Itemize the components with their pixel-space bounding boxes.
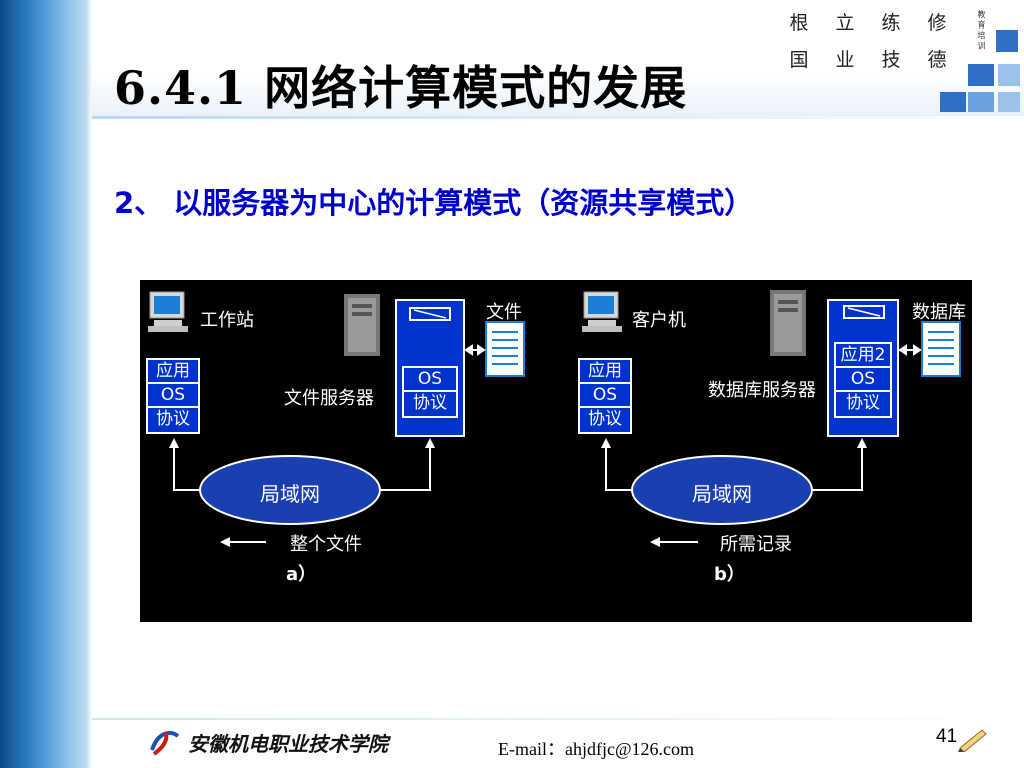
server-tower-icon (344, 294, 380, 356)
double-arrow-icon (464, 344, 486, 356)
arrow-left-icon (220, 537, 266, 547)
db-server-stack: 应用2 OS 协议 (834, 342, 892, 418)
stack-cell: 协议 (588, 409, 622, 429)
client-stack: 应用 OS 协议 (578, 358, 632, 434)
school-name: 安徽机电职业技术学院 (188, 732, 388, 756)
slide-title: 6.4.1 网络计算模式的发展 (114, 61, 688, 115)
transfer-label: 整个文件 (290, 534, 362, 555)
stack-cell: 应用 (148, 360, 198, 384)
server-tower-icon (770, 290, 806, 356)
file-label: 文件 (486, 302, 522, 323)
motto-small-text: 教 育 培 训 (977, 10, 986, 50)
footer-divider (92, 718, 1024, 720)
pencil-icon (958, 729, 987, 752)
motto-char: 练 (881, 12, 901, 34)
caption-b: b） (714, 564, 745, 585)
diagram-graphics (148, 290, 961, 547)
double-arrow-icon (898, 344, 922, 356)
school-logo-icon (150, 731, 180, 756)
arrow-up-icon (601, 438, 611, 448)
motto-char: 立 (835, 12, 855, 34)
drive-slot (409, 307, 451, 321)
stack-cell: OS (148, 384, 198, 408)
footer-email: E-mail：ahjdfjc@126.com (498, 739, 695, 759)
motto-char: 国 (789, 49, 809, 71)
workstation-stack: 应用 OS 协议 (146, 358, 200, 434)
stack-cell: OS (404, 368, 456, 392)
stack-cell: OS (580, 384, 630, 408)
stack-cell: 协议 (156, 409, 190, 429)
decor-square (940, 92, 966, 112)
header-divider (92, 116, 1024, 119)
decor-square (998, 92, 1020, 112)
workstation-label: 工作站 (200, 310, 254, 331)
page-number: 41 (936, 726, 958, 747)
file-server-label: 文件服务器 (284, 388, 374, 409)
motto-char: 根 (789, 12, 809, 34)
motto-char: 业 (835, 49, 855, 71)
arrow-up-icon (425, 438, 435, 448)
lan-label: 局域网 (692, 482, 752, 506)
decor-square (968, 64, 994, 86)
stack-cell: 协议 (413, 393, 447, 413)
drive-slot (843, 305, 885, 319)
arrow-up-icon (169, 438, 179, 448)
motto-char: 德 (927, 49, 947, 71)
lan-label: 局域网 (260, 482, 320, 506)
file-icon (485, 321, 525, 377)
stack-cell: 应用2 (836, 344, 890, 368)
connector-lines (605, 440, 863, 491)
arrow-up-icon (857, 438, 867, 448)
network-diagram: 工作站 应用 OS 协议 文件服务器 OS 协议 文件 局域网 整个文件 a） … (140, 280, 972, 622)
slide-header (0, 0, 1024, 118)
stack-cell: OS (836, 368, 890, 392)
motto-char: 技 (881, 49, 901, 71)
db-server-label: 数据库服务器 (708, 380, 816, 401)
file-server-stack: OS 协议 (402, 366, 458, 418)
computer-icon (148, 291, 188, 332)
school-motto: 根 立 练 修 国 业 技 德 (788, 8, 968, 71)
caption-a: a） (286, 564, 317, 585)
computer-icon (582, 291, 622, 332)
left-gradient-bar (0, 0, 92, 768)
decor-square (968, 92, 994, 112)
db-label: 数据库 (912, 302, 966, 323)
stack-cell: 协议 (846, 393, 880, 413)
database-icon (921, 321, 961, 377)
section-subtitle: 2、 以服务器为中心的计算模式（资源共享模式） (114, 186, 754, 220)
decor-square (996, 30, 1018, 52)
decor-square (998, 64, 1020, 86)
transfer-label: 所需记录 (720, 534, 792, 555)
motto-char: 修 (927, 12, 947, 34)
arrow-left-icon (650, 537, 698, 547)
client-label: 客户机 (632, 310, 686, 331)
connector-lines (173, 440, 431, 491)
stack-cell: 应用 (580, 360, 630, 384)
